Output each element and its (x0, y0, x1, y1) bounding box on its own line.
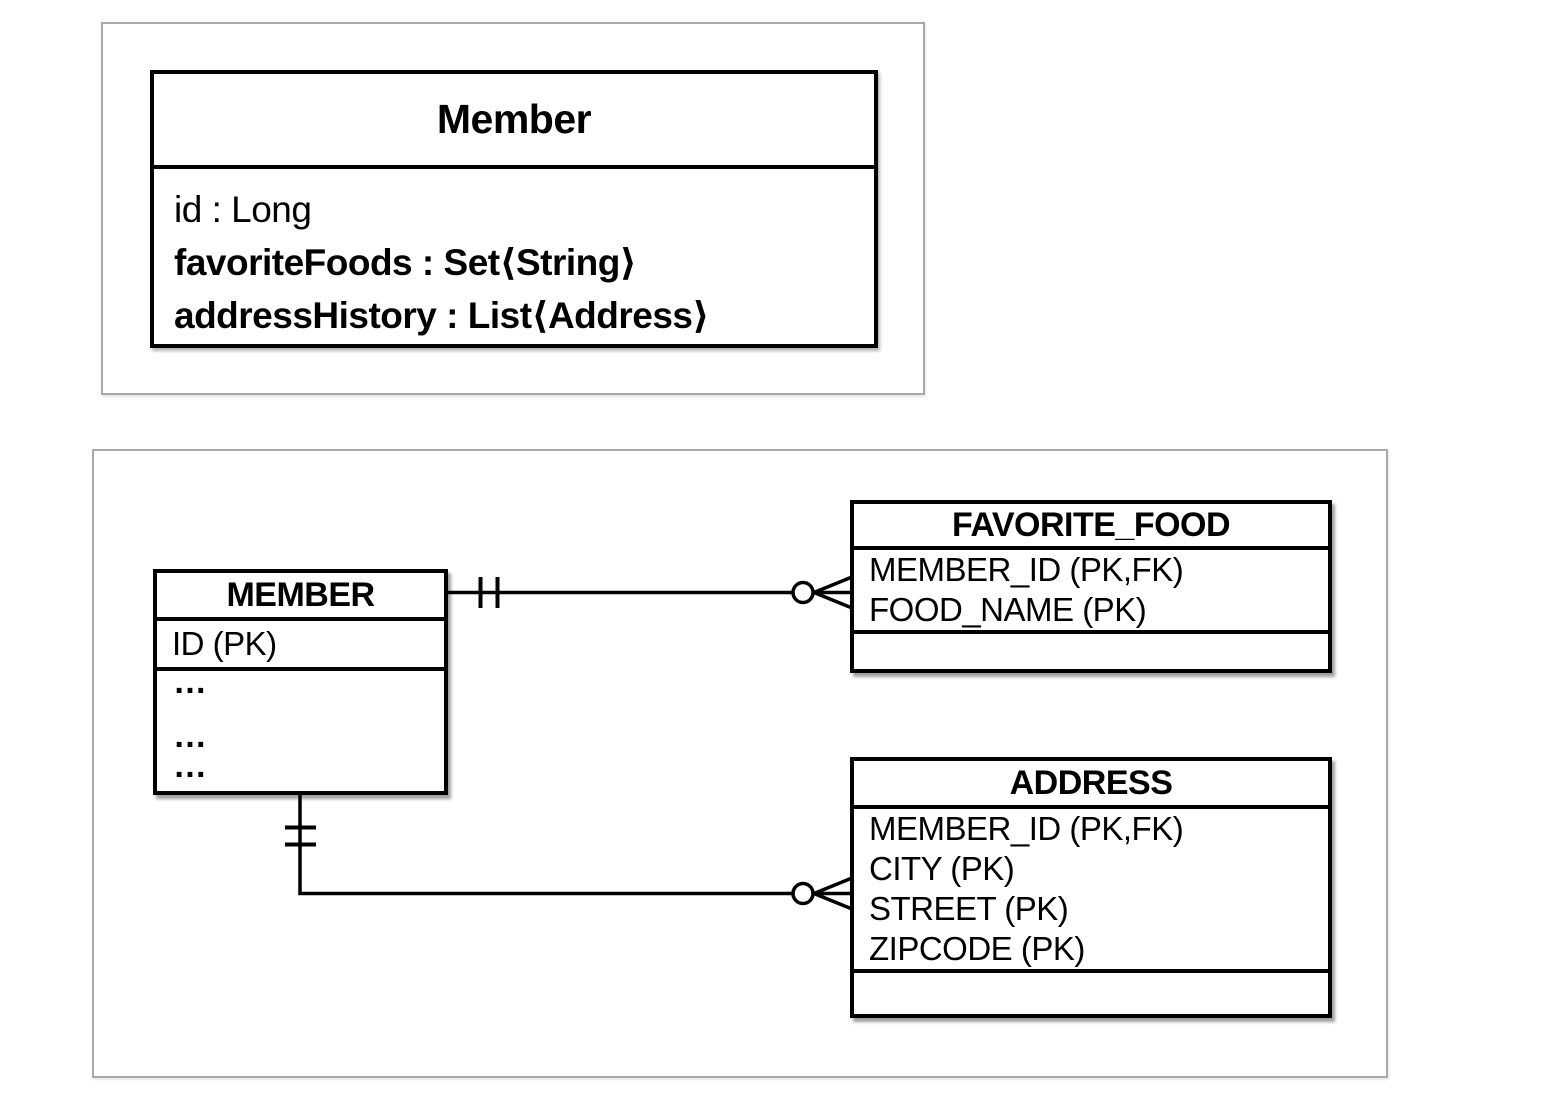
er-member-extra-rows: … … … (157, 665, 444, 791)
ellipsis-row: … (173, 663, 210, 701)
uml-class-member: Member id : Long favoriteFoods : Set⟨Str… (150, 70, 878, 348)
uml-class-attributes: id : Long favoriteFoods : Set⟨String⟩ ad… (154, 169, 874, 342)
er-address-columns: MEMBER_ID (PK,FK) CITY (PK) STREET (PK) … (854, 809, 1328, 973)
ellipsis-row: … (173, 747, 210, 785)
uml-attribute-id: id : Long (174, 189, 312, 230)
er-favorite-food-column-member-id: MEMBER_ID (PK,FK) (869, 551, 1184, 588)
er-table-address-title: ADDRESS (854, 761, 1328, 809)
er-table-member-title: MEMBER (157, 573, 444, 621)
er-address-column-member-id: MEMBER_ID (PK,FK) (869, 810, 1184, 847)
er-favorite-food-column-food-name: FOOD_NAME (PK) (869, 591, 1147, 628)
er-table-address: ADDRESS MEMBER_ID (PK,FK) CITY (PK) STRE… (850, 757, 1332, 1018)
er-address-column-city: CITY (PK) (869, 850, 1015, 887)
ellipsis-row: … (173, 717, 210, 755)
er-table-member: MEMBER ID (PK) … … … (153, 569, 448, 795)
uml-class-title: Member (154, 74, 874, 169)
er-table-favorite-food-title: FAVORITE_FOOD (854, 504, 1328, 550)
er-table-favorite-food: FAVORITE_FOOD MEMBER_ID (PK,FK) FOOD_NAM… (850, 500, 1332, 673)
er-address-column-zipcode: ZIPCODE (PK) (869, 930, 1085, 967)
er-favorite-food-columns: MEMBER_ID (PK,FK) FOOD_NAME (PK) (854, 550, 1328, 634)
uml-attribute-favorite-foods: favoriteFoods : Set⟨String⟩ (174, 242, 637, 283)
er-address-column-street: STREET (PK) (869, 890, 1069, 927)
uml-attribute-address-history: addressHistory : List⟨Address⟩ (174, 295, 709, 336)
er-member-column-id: ID (PK) (157, 621, 444, 671)
